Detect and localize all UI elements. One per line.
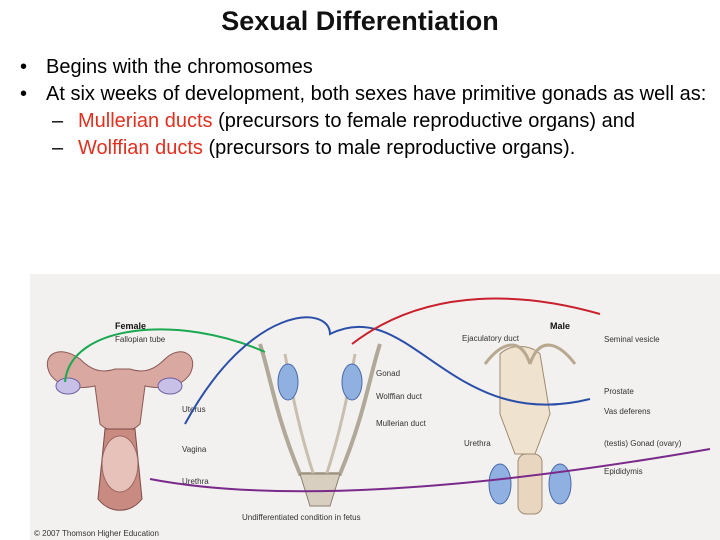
right-ovary <box>157 377 183 395</box>
vas-deferens-shape <box>483 343 577 365</box>
copyright-text: © 2007 Thomson Higher Education <box>34 529 159 538</box>
left-gonad <box>277 363 299 401</box>
ejaculatory-label: Ejaculatory duct <box>462 334 520 343</box>
left-ovary <box>55 377 81 395</box>
female-urethra-label: Urethra <box>182 477 209 486</box>
bullet-item: • At six weeks of development, both sexe… <box>18 81 708 108</box>
subbullet-item: – Wolffian ducts (precursors to male rep… <box>18 135 708 162</box>
vagina-label: Vagina <box>182 445 207 454</box>
highlight-term: Wolffian ducts <box>78 137 203 159</box>
prostate-label: Prostate <box>604 387 634 396</box>
bullet-marker: • <box>20 56 28 78</box>
red-connector <box>351 297 601 345</box>
vas-label: Vas deferens <box>604 407 651 416</box>
blue-connector-1 <box>184 316 591 425</box>
bullet-list: • Begins with the chromosomes • At six w… <box>18 54 708 162</box>
highlight-term: Mullerian ducts <box>78 110 213 132</box>
vaginal-canal <box>101 435 139 493</box>
bullet-text: At six weeks of development, both sexes … <box>46 83 707 105</box>
subbullet-text: (precursors to female reproductive organ… <box>212 110 635 132</box>
center-gonad-label: Gonad <box>376 369 400 378</box>
epididymis-label: Epididymis <box>604 467 643 476</box>
subbullet-text: (precursors to male reproductive organs)… <box>202 137 576 159</box>
gonad-label: (testis) Gonad (ovary) <box>604 439 682 448</box>
mullerian-label: Mullerian duct <box>376 419 427 428</box>
wolffian-label: Wolffian duct <box>376 392 423 401</box>
purple-connector <box>149 448 711 493</box>
left-testis <box>488 463 512 505</box>
center-ducts <box>258 343 382 476</box>
slide-title: Sexual Differentiation <box>221 6 499 36</box>
male-urethra-label: Urethra <box>464 439 491 448</box>
center-caption: Undifferentiated condition in fetus <box>242 513 361 522</box>
undifferentiated-anatomy: Gonad Wolffian duct Mullerian duct Undif… <box>242 343 427 522</box>
bullet-text: Begins with the chromosomes <box>46 56 313 78</box>
male-anatomy: Male Ejaculatory duct Seminal vesicle Pr… <box>462 321 682 515</box>
anatomy-diagram: Female Fallopian tube Uterus Vagina Uret… <box>30 274 720 540</box>
penis-shape <box>517 453 543 515</box>
uterus-shape <box>46 351 194 432</box>
anatomy-diagram-svg: Female Fallopian tube Uterus Vagina Uret… <box>34 297 711 538</box>
male-heading: Male <box>550 321 570 331</box>
subbullet-marker: – <box>52 110 64 132</box>
fallopian-label: Fallopian tube <box>115 335 166 344</box>
female-anatomy: Female Fallopian tube Uterus Vagina Uret… <box>46 321 209 511</box>
female-heading: Female <box>115 321 146 331</box>
urogenital-sinus <box>299 473 341 507</box>
right-gonad <box>341 363 363 401</box>
green-connector <box>64 328 266 383</box>
subbullet-marker: – <box>52 137 64 159</box>
bullet-marker: • <box>20 83 28 105</box>
right-testis <box>548 463 572 505</box>
subbullet-item: – Mullerian ducts (precursors to female … <box>18 108 708 135</box>
bullet-item: • Begins with the chromosomes <box>18 54 708 81</box>
seminal-label: Seminal vesicle <box>604 335 660 344</box>
